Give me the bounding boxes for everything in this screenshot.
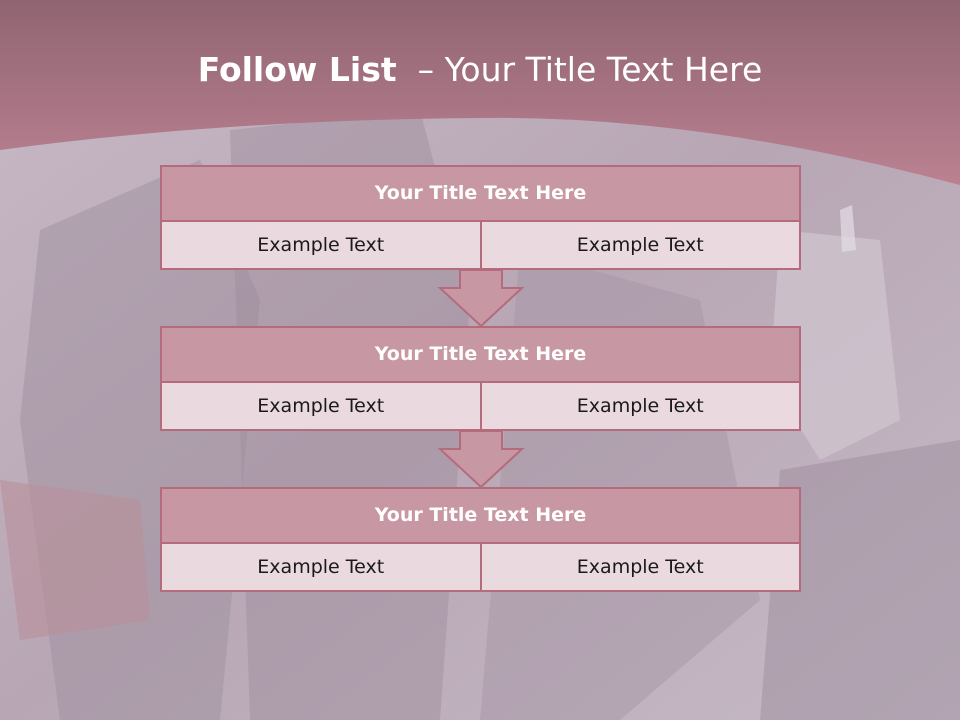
- slide-title-rest: – Your Title Text Here: [396, 50, 763, 89]
- block-cell-right: Example Text: [479, 220, 801, 270]
- block-title: Your Title Text Here: [160, 487, 801, 544]
- block-row: Example Text Example Text: [160, 220, 801, 270]
- block-title: Your Title Text Here: [160, 165, 801, 222]
- block-cell-right: Example Text: [479, 542, 801, 592]
- slide-title-bold: Follow List: [197, 50, 397, 89]
- block-row: Example Text Example Text: [160, 381, 801, 431]
- down-arrow-icon: [437, 430, 525, 489]
- block-row: Example Text Example Text: [160, 542, 801, 592]
- block-cell-left: Example Text: [160, 542, 482, 592]
- block-cell-left: Example Text: [160, 381, 482, 431]
- block-cell-left: Example Text: [160, 220, 482, 270]
- list-block-2: Your Title Text Here Example Text Exampl…: [160, 326, 801, 431]
- list-block-1: Your Title Text Here Example Text Exampl…: [160, 165, 801, 270]
- block-title: Your Title Text Here: [160, 326, 801, 383]
- block-cell-right: Example Text: [479, 381, 801, 431]
- list-block-3: Your Title Text Here Example Text Exampl…: [160, 487, 801, 592]
- down-arrow-icon: [437, 269, 525, 328]
- slide-title: Follow List – Your Title Text Here: [0, 50, 960, 89]
